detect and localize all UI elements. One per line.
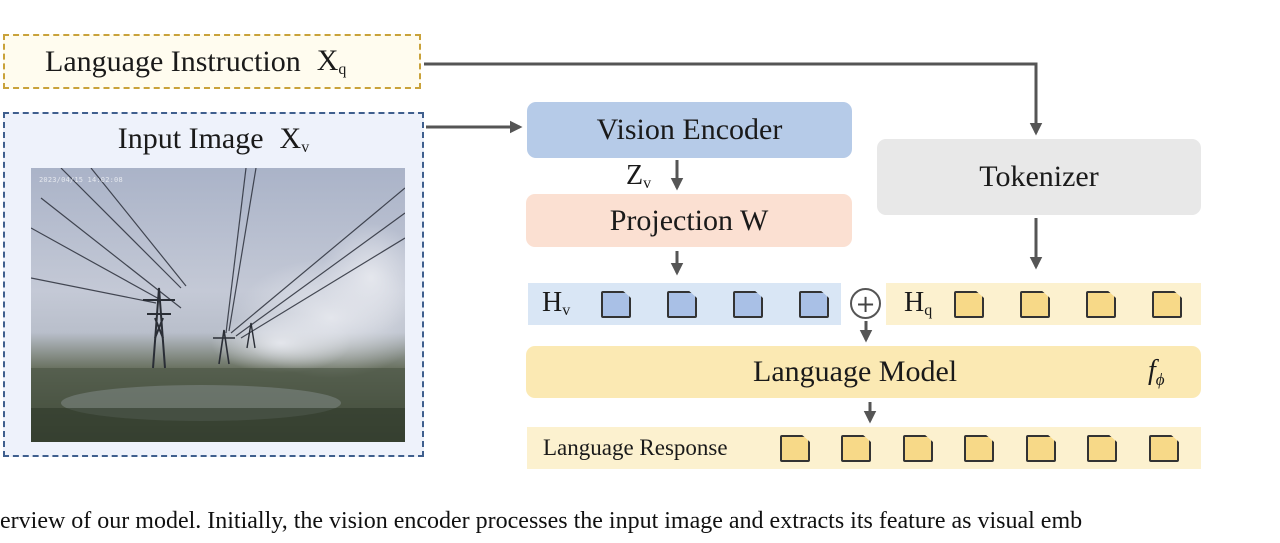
visual-token-strip: Hv bbox=[528, 283, 841, 325]
language-token bbox=[1152, 291, 1182, 318]
response-token bbox=[1087, 435, 1117, 462]
response-token bbox=[903, 435, 933, 462]
photo-timestamp: 2023/04/15 14:02:08 bbox=[39, 176, 123, 184]
vision-encoder-label: Vision Encoder bbox=[596, 113, 783, 146]
language-instruction-box: Language Instruction Xq bbox=[3, 34, 421, 89]
input-image-title: Input Image Xv bbox=[5, 122, 422, 157]
hq-label: Hq bbox=[904, 287, 933, 319]
tokenizer-block: Tokenizer bbox=[877, 139, 1201, 215]
response-token bbox=[1026, 435, 1056, 462]
language-token bbox=[1086, 291, 1116, 318]
arrow-instruction-to-tokenizer bbox=[424, 62, 1043, 136]
language-response-strip: Language Response bbox=[527, 427, 1201, 469]
input-image-label: Input Image bbox=[117, 122, 264, 155]
hv-label: Hv bbox=[542, 287, 571, 319]
language-model-block: Language Model fϕ bbox=[526, 346, 1201, 398]
language-model-symbol: fϕ bbox=[1148, 355, 1165, 389]
vision-encoder-block: Vision Encoder bbox=[527, 102, 852, 158]
language-model-label: Language Model bbox=[753, 355, 958, 388]
language-instruction-label: Language Instruction bbox=[45, 44, 301, 78]
language-instruction-symbol: Xq bbox=[316, 44, 347, 78]
projection-label: Projection W bbox=[609, 203, 769, 237]
projection-block: Projection W bbox=[526, 194, 852, 247]
language-token bbox=[954, 291, 984, 318]
language-token bbox=[1020, 291, 1050, 318]
input-image-symbol: Xv bbox=[279, 122, 310, 156]
response-token bbox=[841, 435, 871, 462]
language-response-label: Language Response bbox=[543, 435, 728, 460]
response-token bbox=[964, 435, 994, 462]
input-photo: 2023/04/15 14:02:08 bbox=[31, 168, 405, 442]
visual-token bbox=[799, 291, 829, 318]
visual-token bbox=[667, 291, 697, 318]
tokenizer-label: Tokenizer bbox=[979, 160, 1099, 193]
input-image-panel: Input Image Xv bbox=[3, 112, 424, 457]
response-token bbox=[780, 435, 810, 462]
zv-label: Zv bbox=[626, 160, 652, 192]
figure-caption: erview of our model. Initially, the visi… bbox=[0, 508, 1083, 534]
combine-plus-icon: + bbox=[850, 288, 881, 319]
visual-token bbox=[733, 291, 763, 318]
response-token bbox=[1149, 435, 1179, 462]
language-token-strip: Hq bbox=[886, 283, 1201, 325]
visual-token bbox=[601, 291, 631, 318]
power-line-field-illustration bbox=[31, 168, 405, 442]
